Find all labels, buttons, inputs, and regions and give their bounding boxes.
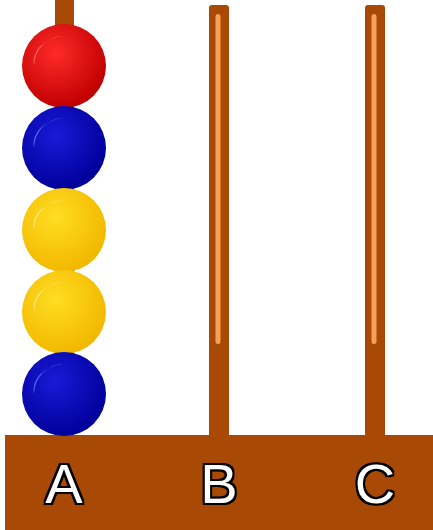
rod-highlight: [216, 14, 221, 344]
rod-label-slot: C: [325, 456, 425, 512]
rod-label-slot: A: [14, 456, 114, 512]
blue-bead: [22, 106, 106, 190]
bead-stack: [22, 24, 106, 436]
rod-label: A: [45, 452, 82, 515]
red-bead: [22, 24, 106, 108]
bead-shine: [34, 282, 64, 312]
rod-label: B: [200, 452, 237, 515]
blue-bead: [22, 352, 106, 436]
rod-highlight: [372, 14, 377, 344]
bead-shine: [34, 118, 64, 148]
yellow-bead: [22, 188, 106, 272]
rod: [365, 5, 385, 437]
bead-shine: [34, 36, 64, 66]
rod: [209, 5, 229, 437]
yellow-bead: [22, 270, 106, 354]
base-board: [5, 435, 433, 530]
rod-label: C: [355, 452, 395, 515]
bead-shine: [34, 200, 64, 230]
rod-label-slot: B: [169, 456, 269, 512]
bead-shine: [34, 364, 64, 394]
